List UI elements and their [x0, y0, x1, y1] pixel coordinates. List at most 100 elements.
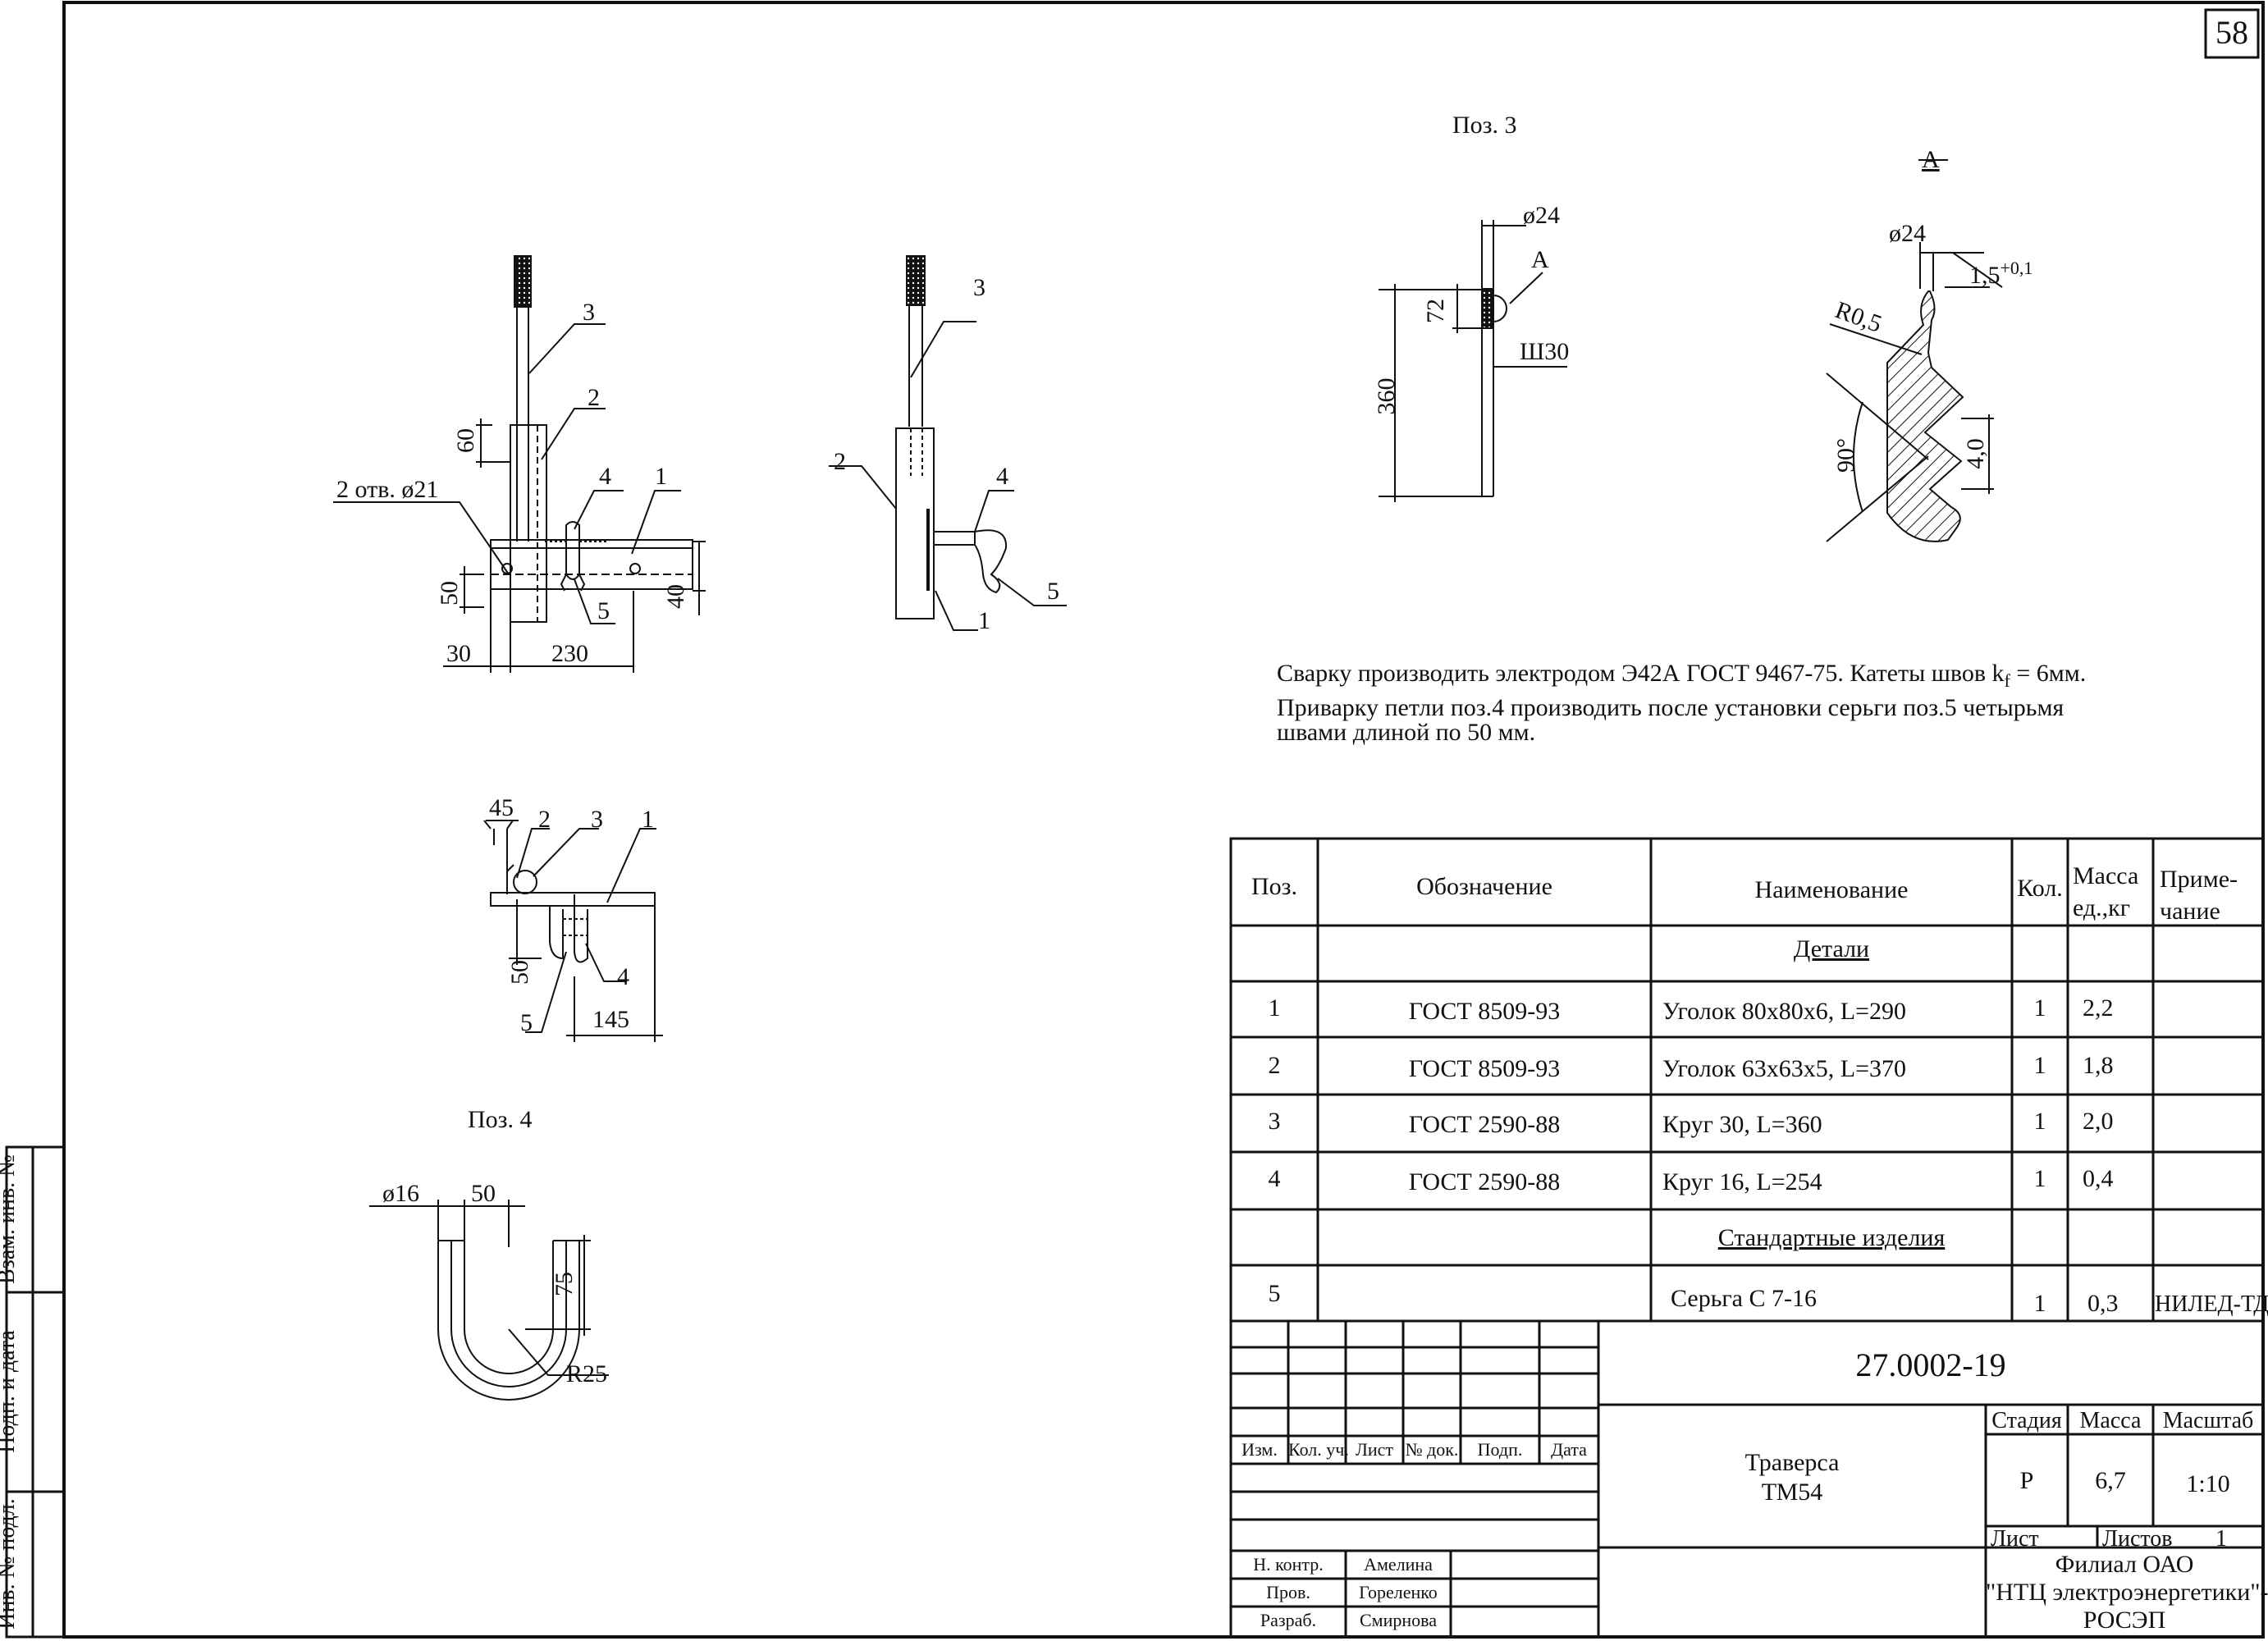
front-dim-30: 30 — [446, 640, 471, 667]
detailA-title: A — [1922, 146, 1940, 173]
note-line-3: швами длиной по 50 мм. — [1277, 719, 1536, 746]
rod-knurl — [514, 255, 532, 308]
top-view — [483, 820, 663, 1042]
row-naim: Уголок 80х80х6, L=290 — [1662, 998, 1907, 1025]
pos3-mark-a: A — [1531, 246, 1549, 273]
org-line-2: "НТЦ электроэнергетики"- — [1986, 1579, 2268, 1606]
scale-value: 1:10 — [2186, 1470, 2230, 1497]
mass-value: 6,7 — [2095, 1467, 2126, 1494]
pos4-dim-d16: ø16 — [382, 1180, 419, 1207]
spec-table-grid — [1229, 837, 2265, 1323]
pos4-dim-50: 50 — [471, 1180, 496, 1207]
scale-label: Масштаб — [2162, 1408, 2254, 1433]
hdr-oboz: Обозначение — [1416, 873, 1552, 900]
sheets-label: Листов — [2102, 1526, 2173, 1552]
col-list: Лист — [1355, 1439, 1394, 1460]
row-massa: 1,8 — [2083, 1052, 2114, 1079]
sheets-value: 1 — [2215, 1526, 2227, 1552]
row-massa: 2,0 — [2083, 1108, 2114, 1135]
detailA-dim-90: 90° — [1832, 438, 1859, 473]
row-oboz: ГОСТ 2590-88 — [1408, 1168, 1561, 1195]
row-prim: НИЛЕД-ТД — [2155, 1291, 2268, 1317]
front-dim-230: 230 — [551, 640, 588, 667]
role-nkontr: Н. контр. — [1253, 1554, 1324, 1575]
pos3-dim-d24: ø24 — [1523, 202, 1560, 229]
pos4-dim-r25: R25 — [566, 1360, 608, 1387]
side-label-3: 3 — [973, 274, 985, 301]
stamp-vzam: Взам. инв. № — [0, 1154, 20, 1284]
row-pos: 1 — [1268, 994, 1281, 1022]
top-label-1: 1 — [642, 806, 654, 833]
row-kol: 1 — [2033, 1108, 2046, 1135]
sheet-number-box — [2204, 8, 2260, 59]
row-massa: 0,3 — [2087, 1290, 2119, 1317]
section-std: Стандартные изделия — [1717, 1224, 1946, 1251]
role-prov: Пров. — [1266, 1582, 1310, 1602]
org-line-1: Филиал ОАО — [2055, 1551, 2194, 1578]
pos4-view — [369, 1200, 609, 1401]
row-kol: 1 — [2033, 1290, 2046, 1317]
pos3-title: Поз. 3 — [1452, 112, 1517, 139]
side-view — [829, 255, 1067, 631]
sheet-label: Лист — [1991, 1526, 2039, 1552]
pos4-dim-75: 75 — [551, 1272, 578, 1296]
row-massa: 2,2 — [2083, 994, 2114, 1022]
side-stamp-strip — [5, 1145, 66, 1639]
hdr-naim: Наименование — [1754, 876, 1909, 903]
row-pos: 4 — [1268, 1165, 1281, 1192]
angle-1 — [490, 539, 693, 590]
title-block-grid — [1229, 1319, 2265, 1639]
name-razrab: Смирнова — [1359, 1610, 1437, 1630]
top-label-4: 4 — [617, 963, 629, 990]
sheet-number: 58 — [2215, 14, 2248, 51]
pos4-title: Поз. 4 — [468, 1106, 533, 1133]
side-label-1: 1 — [978, 607, 990, 634]
top-label-3: 3 — [591, 806, 603, 833]
row-pos: 5 — [1268, 1280, 1281, 1307]
col-kol-uch: Кол. уч. — [1288, 1439, 1349, 1460]
detailA-dim-15: 1,5+0,1 — [1969, 258, 2033, 289]
hdr-massa: Масса ед.,кг — [2073, 862, 2139, 921]
row-oboz: ГОСТ 8509-93 — [1408, 1055, 1561, 1082]
hdr-kol: Кол. — [2017, 875, 2063, 902]
row-massa: 0,4 — [2083, 1165, 2114, 1192]
note-line-2: Приварку петли поз.4 производить после у… — [1277, 694, 2065, 721]
top-dim-50: 50 — [506, 960, 533, 985]
front-label-1: 1 — [655, 463, 667, 490]
stage-value: Р — [2019, 1467, 2034, 1494]
front-label-2: 2 — [588, 384, 600, 411]
name-nkontr: Амелина — [1364, 1554, 1433, 1575]
pos3-dim-sh30: Ш30 — [1520, 338, 1570, 365]
front-view — [333, 255, 706, 673]
front-dim-60: 60 — [452, 428, 479, 453]
row-oboz: ГОСТ 8509-93 — [1408, 998, 1561, 1025]
stage-label: Стадия — [1991, 1408, 2062, 1433]
top-label-2: 2 — [538, 806, 551, 833]
front-hole-note: 2 отв. ø21 — [336, 476, 439, 503]
mass-label: Масса — [2079, 1408, 2142, 1433]
pos3-dim-72: 72 — [1422, 299, 1449, 323]
pos3-view — [1379, 220, 1567, 502]
title-line-2: ТМ54 — [1761, 1479, 1823, 1506]
doc-number: 27.0002-19 — [1855, 1346, 2006, 1383]
row-oboz: ГОСТ 2590-88 — [1408, 1111, 1561, 1138]
org-line-3: РОСЭП — [2083, 1607, 2166, 1634]
front-label-3: 3 — [583, 299, 595, 326]
col-izm: Изм. — [1241, 1439, 1278, 1460]
front-dim-40: 40 — [662, 584, 689, 609]
pos3-dim-360: 360 — [1373, 377, 1400, 415]
side-label-5: 5 — [1047, 578, 1059, 605]
title-line-1: Траверса — [1744, 1449, 1840, 1476]
angle-2 — [510, 424, 547, 623]
stamp-inv: Инв. № подл. — [0, 1498, 20, 1630]
top-label-5: 5 — [520, 1009, 533, 1036]
hdr-pos: Поз. — [1251, 873, 1297, 900]
detailA-dim-40: 4,0 — [1962, 438, 1989, 469]
col-podp: Подп. — [1477, 1439, 1523, 1460]
col-ndok: № док. — [1405, 1439, 1459, 1460]
row-pos: 2 — [1268, 1052, 1281, 1079]
outer-frame — [62, 1, 2265, 1639]
row-kol: 1 — [2033, 994, 2046, 1022]
